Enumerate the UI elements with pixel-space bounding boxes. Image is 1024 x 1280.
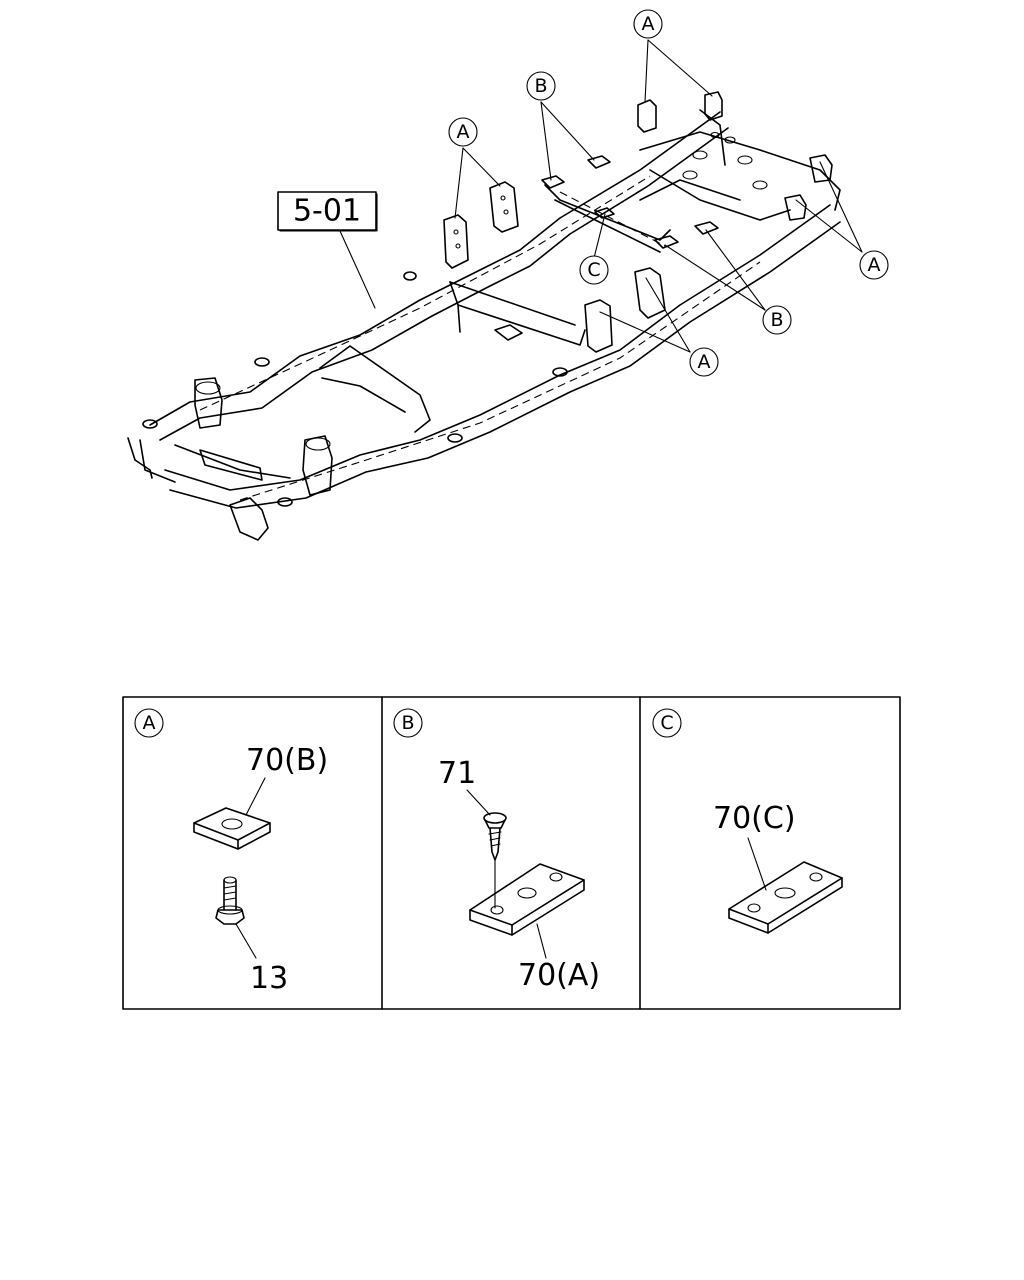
- callout-c: C: [579, 255, 609, 285]
- callout-a-top: A: [633, 9, 663, 39]
- callout-letter: B: [770, 309, 783, 331]
- part-label-70a: 70(A): [518, 958, 600, 993]
- panel-letter-b: B: [401, 712, 414, 734]
- callout-a-left: A: [448, 117, 478, 147]
- callout-a-bottom: A: [689, 347, 719, 377]
- detail-panel-a: A 70(B) 13: [134, 708, 328, 996]
- callout-letter: A: [698, 351, 711, 373]
- callout-letter: A: [868, 254, 881, 276]
- screw-71: [483, 812, 507, 909]
- chassis-frame-illustration: [127, 91, 841, 541]
- part-label-71: 71: [438, 756, 476, 791]
- panel-letter-c: C: [660, 712, 673, 734]
- detail-panel-b: B 71 70(A): [393, 708, 600, 993]
- detail-panel-c: C 70(C): [652, 708, 843, 934]
- part-label-70c: 70(C): [713, 801, 796, 836]
- callouts: A B A A C B A: [448, 9, 889, 377]
- callout-letter: C: [587, 259, 600, 281]
- callout-leader-lines: [339, 39, 863, 353]
- callout-letter: A: [457, 121, 470, 143]
- callout-letter: A: [642, 13, 655, 35]
- plate-70a: [469, 863, 585, 936]
- plate-70c: [728, 861, 843, 934]
- part-label-13: 13: [250, 961, 288, 996]
- square-washer-70b: [193, 807, 271, 850]
- reference-label: 5-01: [293, 194, 361, 229]
- callout-a-right: A: [859, 250, 889, 280]
- detail-table: [122, 696, 901, 1010]
- callout-b-top: B: [526, 71, 556, 101]
- panel-letter-a: A: [143, 712, 156, 734]
- part-label-70b: 70(B): [246, 743, 328, 778]
- callout-b-bottom: B: [762, 305, 792, 335]
- bolt-13: [215, 876, 245, 925]
- reference-box: 5-01: [277, 191, 378, 232]
- callout-letter: B: [534, 75, 547, 97]
